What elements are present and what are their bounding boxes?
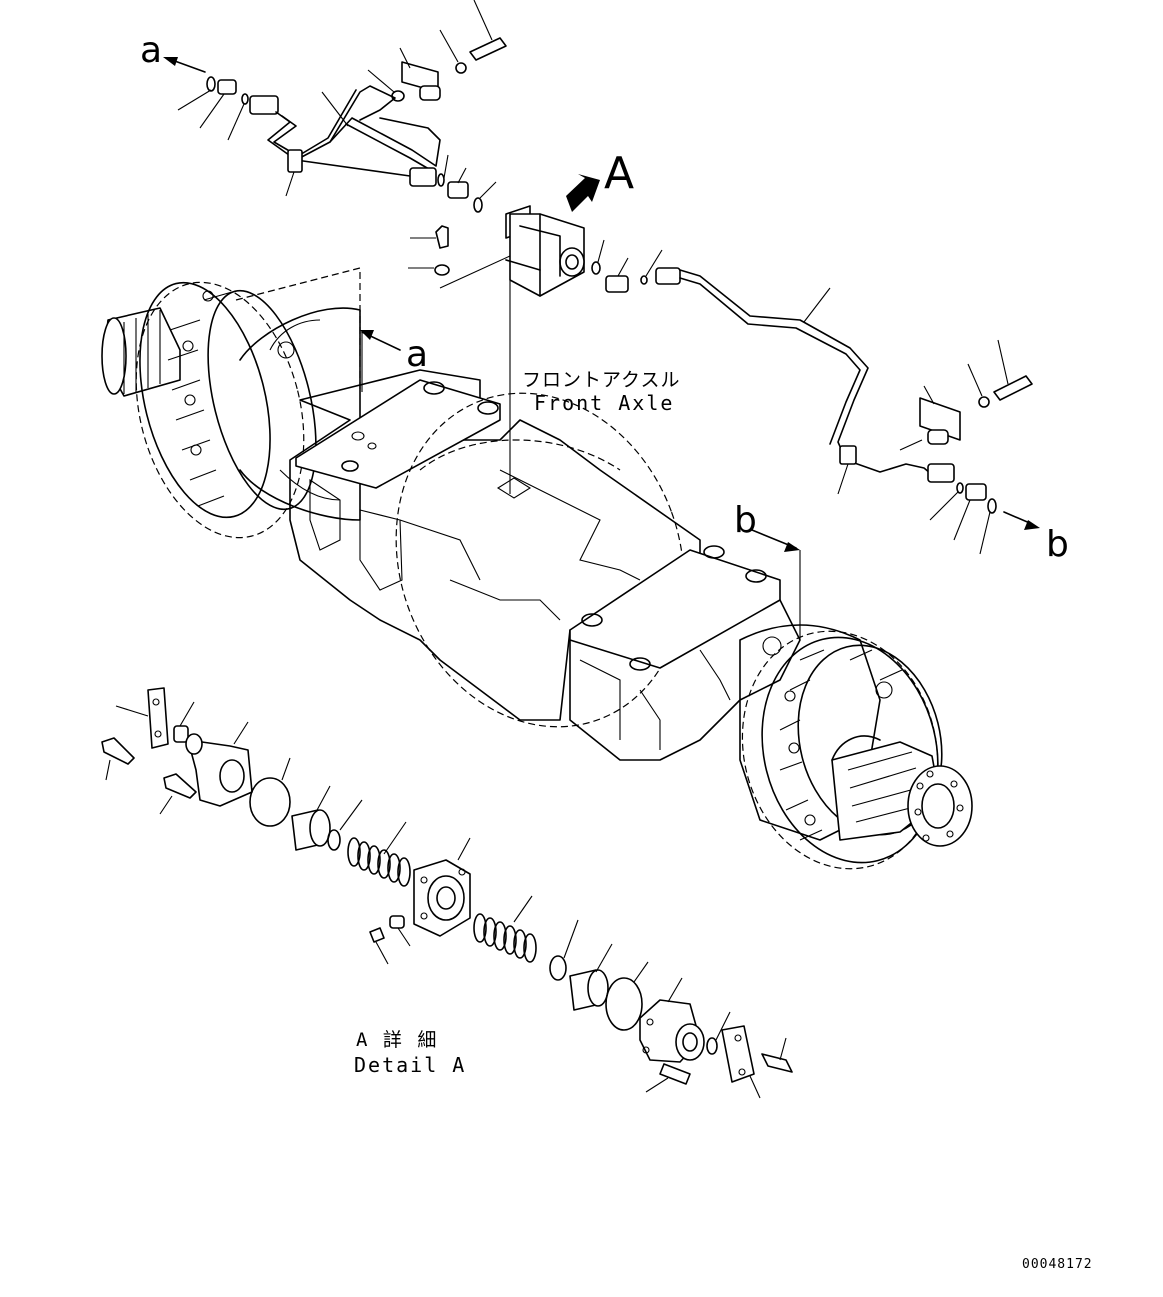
front-axle (101, 267, 973, 870)
valve-assembly (408, 174, 681, 470)
ref-b-right-label: b (1046, 524, 1069, 565)
detail-a-jp-label: A 詳 細 (356, 1029, 438, 1051)
pipe-assembly-b (679, 269, 1040, 555)
front-axle-jp-label: フロントアクスル (522, 369, 680, 391)
ref-b-axle-label: b (734, 500, 757, 541)
view-a-label: A (604, 148, 634, 199)
ref-a-top-label: a (140, 30, 162, 71)
pipe-assembly-a (163, 0, 507, 213)
detail-a-en-label: Detail A (354, 1053, 466, 1077)
detail-a-exploded (101, 687, 793, 1099)
front-axle-en-label: Front Axle (534, 391, 674, 415)
ref-a-axle-label: a (406, 334, 428, 375)
drawing-number: 00048172 (1022, 1257, 1093, 1272)
